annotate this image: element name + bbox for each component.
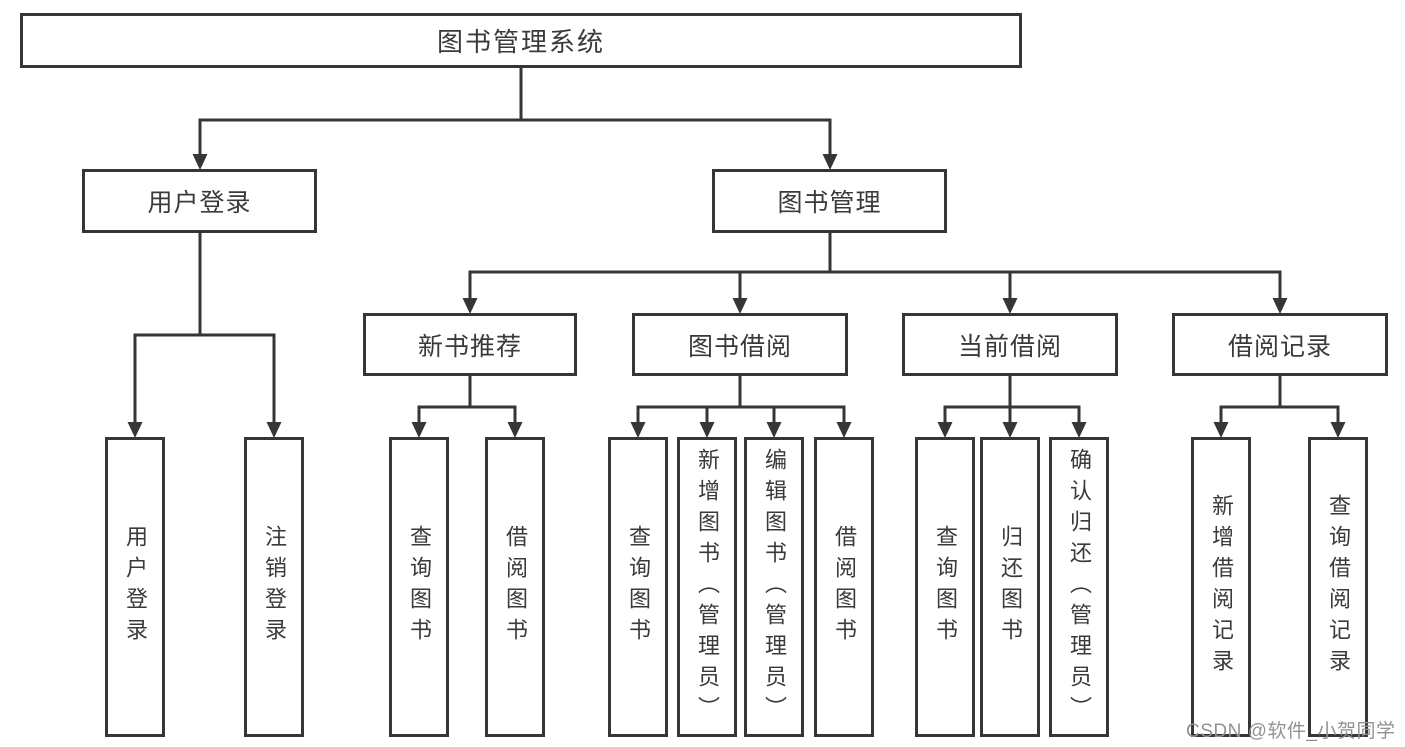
leaf-newbook-query-books: 查询图书 [389,437,449,737]
leaf-current-confirm-return-admin: 确认归还（管理员） [1049,437,1109,737]
leaf-newbook-borrow-books: 借阅图书 [485,437,545,737]
connector-user-login-branch [127,231,282,438]
node-book-borrowing-label: 图书借阅 [687,332,792,361]
leaf-borrowing-query-books: 查询图书 [608,437,668,737]
leaf-borrowing-add-books-admin: 新增图书（管理员） [677,437,737,737]
node-book-management: 图书管理 [712,169,947,233]
leaf-records-query-record: 查询借阅记录 [1308,437,1368,737]
leaf-records-add-record: 新增借阅记录 [1191,437,1251,737]
node-root-label: 图书管理系统 [436,27,605,57]
leaf-logout-login-label: 注销登录 [262,525,287,649]
node-new-book-recommend: 新书推荐 [363,313,577,376]
node-book-borrowing: 图书借阅 [632,313,848,376]
node-user-login-label: 用户登录 [147,189,252,217]
leaf-current-return-books: 归还图书 [980,437,1040,737]
leaf-records-query-record-label: 查询借阅记录 [1326,494,1351,680]
node-current-borrowing: 当前借阅 [902,313,1118,376]
leaf-logout-login: 注销登录 [244,437,304,737]
leaf-borrowing-borrow-books: 借阅图书 [814,437,874,737]
node-book-management-label: 图书管理 [777,189,882,217]
leaf-user-login-label: 用户登录 [123,525,148,649]
connector-root-branch [192,66,838,170]
node-current-borrowing-label: 当前借阅 [957,332,1062,361]
leaf-current-query-books: 查询图书 [915,437,975,737]
node-borrowing-records-label: 借阅记录 [1227,332,1332,361]
leaf-borrowing-borrow-books-label: 借阅图书 [832,525,857,649]
node-user-login: 用户登录 [82,169,317,233]
leaf-borrowing-add-books-admin-label: 新增图书（管理员） [695,447,720,727]
connector-borrowing-records-branch [1213,374,1346,438]
node-new-book-recommend-label: 新书推荐 [417,332,522,361]
leaf-borrowing-query-books-label: 查询图书 [626,525,651,649]
connector-book-borrowing-branch [630,374,852,438]
leaf-current-query-books-label: 查询图书 [933,525,958,649]
node-root: 图书管理系统 [20,13,1022,68]
node-borrowing-records: 借阅记录 [1172,313,1388,376]
leaf-newbook-query-books-label: 查询图书 [407,525,432,649]
connector-new-book-branch [411,374,523,438]
connector-current-borrowing-branch [937,374,1087,438]
leaf-borrowing-edit-books-admin-label: 编辑图书（管理员） [762,447,787,727]
csdn-watermark: CSDN @软件_小贺同学 [1186,721,1396,742]
leaf-current-return-books-label: 归还图书 [998,525,1023,649]
leaf-borrowing-edit-books-admin: 编辑图书（管理员） [744,437,804,737]
leaf-user-login: 用户登录 [105,437,165,737]
leaf-newbook-borrow-books-label: 借阅图书 [503,525,528,649]
leaf-records-add-record-label: 新增借阅记录 [1209,494,1234,680]
connector-book-management-branch [462,231,1288,314]
leaf-current-confirm-return-admin-label: 确认归还（管理员） [1067,447,1092,727]
